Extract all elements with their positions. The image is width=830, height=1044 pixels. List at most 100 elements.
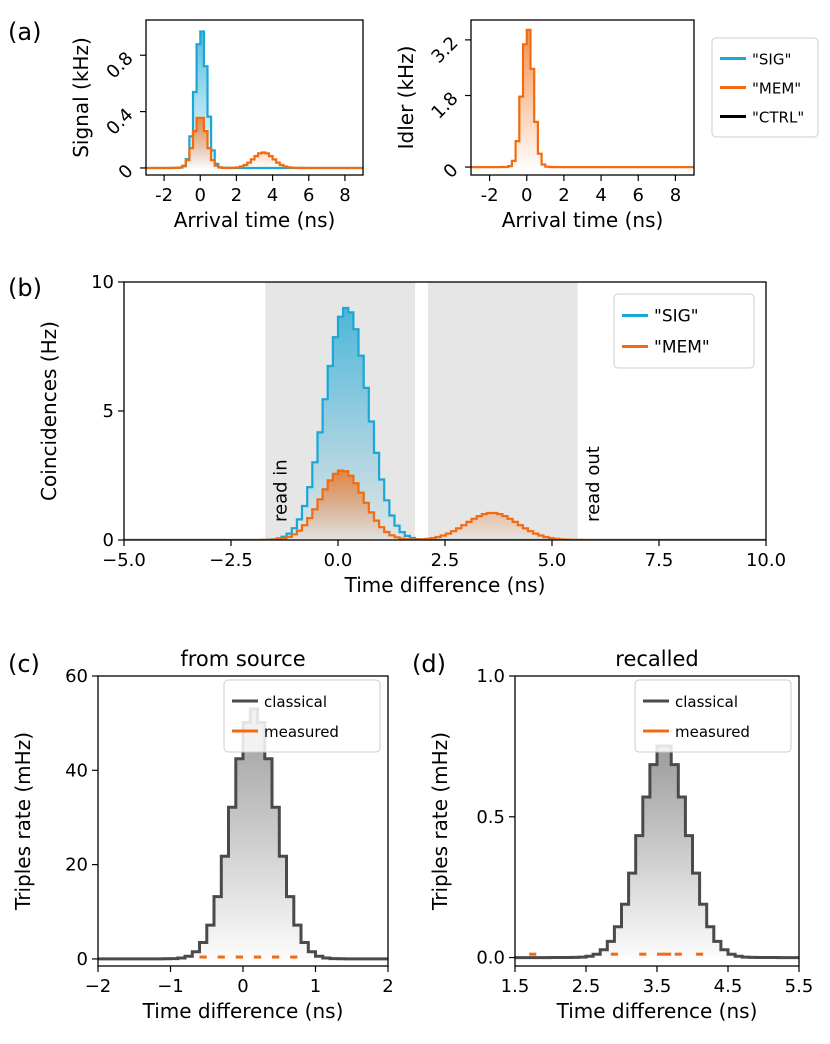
y-axis-label: Idler (kHz) — [394, 46, 418, 150]
y-axis-label: Triples rate (mHz) — [428, 732, 452, 911]
annotation-1: read out — [583, 446, 604, 522]
x-tick-label: 1 — [310, 976, 321, 997]
x-axis-label: Time difference (ns) — [142, 999, 344, 1023]
legend: "SIG" "MEM" — [613, 293, 755, 369]
x-tick-label: −1 — [157, 976, 184, 997]
x-axis-label: Time difference (ns) — [344, 573, 546, 597]
x-tick-label: −5.0 — [102, 550, 146, 571]
x-tick-label: 0 — [237, 976, 248, 997]
series-fill-0 — [515, 746, 799, 958]
legend-box — [634, 679, 792, 753]
y-tick-label: 0 — [103, 530, 114, 551]
chart-title: recalled — [615, 647, 698, 671]
series-fill-1 — [146, 117, 363, 168]
y-tick-label: 0.0 — [476, 948, 505, 969]
x-tick-label: -2 — [155, 185, 173, 206]
axes-frame — [470, 19, 695, 176]
x-tick-label: 4 — [595, 185, 606, 206]
x-tick-label: 4 — [267, 185, 278, 206]
y-tick-label: 0.4 — [102, 104, 137, 139]
y-tick-label: 0.5 — [476, 807, 505, 828]
x-tick-label: 10.0 — [746, 550, 786, 571]
x-tick-label: 5.5 — [785, 976, 814, 997]
y-axis-label: Signal (kHz) — [69, 37, 93, 158]
x-tick-label: −2.5 — [209, 550, 253, 571]
legend: classical measured — [634, 679, 792, 753]
y-tick-label: 20 — [65, 855, 88, 876]
x-tick-label: 6 — [303, 185, 314, 206]
x-tick-label: 1.5 — [501, 976, 530, 997]
series-fill-0 — [146, 31, 363, 168]
panel-label: (b) — [8, 274, 42, 302]
x-tick-label: 4.5 — [714, 976, 743, 997]
legend-label-0: classical — [264, 693, 327, 711]
x-axis-label: Arrival time (ns) — [502, 208, 664, 232]
data-area — [515, 744, 799, 960]
legend-label-0: "SIG" — [752, 51, 791, 69]
series-line-0 — [471, 28, 694, 169]
data-area — [124, 282, 766, 540]
legend-label-1: "MEM" — [752, 80, 801, 98]
x-tick-label: 2.5 — [431, 550, 460, 571]
y-tick-label: 0 — [115, 161, 138, 184]
x-tick-label: 8 — [670, 185, 681, 206]
chart-title: from source — [180, 647, 305, 671]
axes-frame — [145, 19, 364, 176]
x-axis-label: Time difference (ns) — [556, 999, 758, 1023]
x-axis-label: Arrival time (ns) — [174, 208, 336, 232]
y-tick-label: 60 — [65, 666, 88, 687]
legend-label-1: measured — [264, 723, 339, 741]
legend-label-2: "CTRL" — [752, 109, 804, 127]
series-line-0 — [146, 30, 363, 170]
y-tick-label: 1.8 — [427, 88, 462, 123]
y-axis-label: Coincidences (Hz) — [37, 321, 61, 501]
legend-box — [223, 679, 381, 753]
series-fill-0 — [471, 29, 694, 168]
legend-label-0: classical — [675, 693, 738, 711]
series-line-0 — [124, 306, 766, 540]
x-tick-label: 3.5 — [643, 976, 672, 997]
legend: classical measured — [223, 679, 381, 753]
x-tick-label: -2 — [481, 185, 499, 206]
data-area — [471, 28, 694, 169]
x-tick-label: 8 — [339, 185, 350, 206]
y-tick-label: 0.8 — [102, 48, 137, 83]
legend-label-0: "SIG" — [654, 307, 699, 327]
series-fill-0 — [98, 709, 388, 959]
legend-label-1: measured — [675, 723, 750, 741]
y-tick-label: 10 — [91, 272, 114, 293]
y-tick-label: 0 — [440, 160, 463, 183]
y-axis-label: Triples rate (mHz) — [11, 732, 35, 911]
time-window-1 — [427, 282, 578, 540]
x-tick-label: 0 — [521, 185, 532, 206]
legend-label-1: "MEM" — [654, 338, 710, 358]
annotation-0: read in — [271, 459, 292, 522]
x-tick-label: 2.5 — [572, 976, 601, 997]
y-tick-label: 40 — [65, 760, 88, 781]
legend-box — [613, 293, 755, 369]
x-tick-label: 6 — [633, 185, 644, 206]
x-tick-label: −2 — [85, 976, 112, 997]
y-tick-label: 3.2 — [427, 33, 462, 68]
panel-label: (c) — [8, 650, 40, 678]
y-tick-label: 1.0 — [476, 666, 505, 687]
panel-label: (d) — [412, 650, 446, 678]
x-tick-label: 0 — [195, 185, 206, 206]
y-tick-label: 5 — [103, 401, 114, 422]
x-tick-label: 7.5 — [645, 550, 674, 571]
x-tick-label: 2 — [382, 976, 393, 997]
x-tick-label: 2 — [558, 185, 569, 206]
x-tick-label: 2 — [231, 185, 242, 206]
panel-label: (a) — [8, 18, 41, 46]
y-tick-label: 0 — [77, 949, 88, 970]
data-area — [146, 30, 363, 170]
legend-box — [711, 37, 819, 138]
series-line-1 — [146, 116, 363, 170]
